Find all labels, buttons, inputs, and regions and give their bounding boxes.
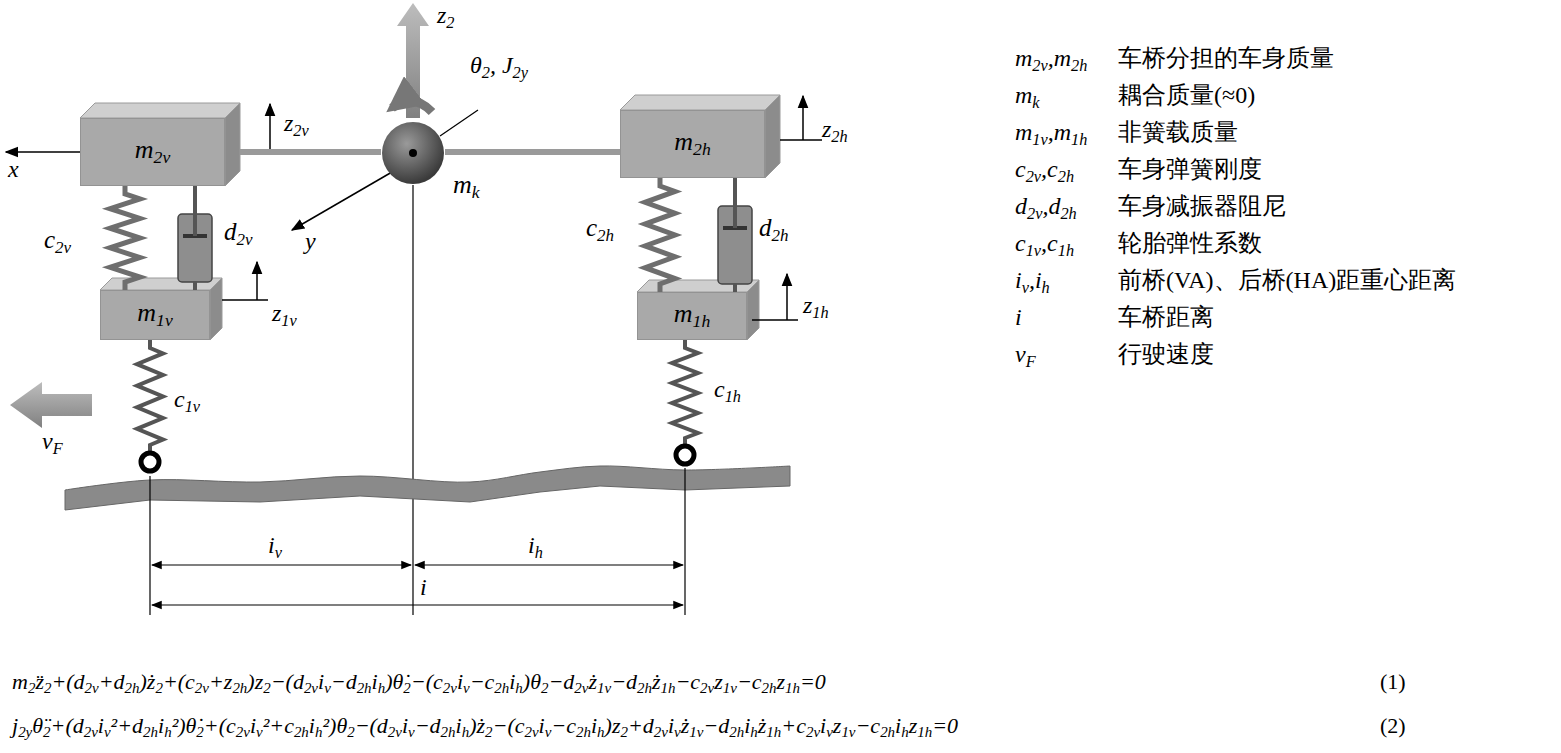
- dimension-label: iv: [268, 532, 282, 562]
- axis-label: y: [305, 228, 316, 254]
- theta-axis: [440, 110, 478, 136]
- mass-symbol: m2v: [135, 136, 170, 167]
- legend-description: 非簧载质量: [1118, 119, 1238, 145]
- displacement-label: z2h: [822, 116, 848, 146]
- ball-dot: [409, 149, 417, 157]
- axis-label: x: [8, 156, 19, 182]
- tire-rate-label: c1v: [174, 386, 200, 416]
- legend-symbol: iv,ih: [1015, 267, 1050, 297]
- body-damper: [718, 178, 752, 292]
- legend-description: 行驶速度: [1118, 341, 1214, 367]
- legend-description: 前桥(VA)、后桥(HA)距重心距离: [1118, 267, 1456, 293]
- rotation-arrow: [392, 101, 432, 112]
- tire-springs: [137, 340, 698, 453]
- damping-label: d2v: [224, 218, 253, 249]
- body-spring: [645, 178, 675, 292]
- legend-symbol: d2v,d2h: [1015, 193, 1077, 223]
- speed-label: vF: [42, 428, 63, 458]
- legend-description: 车桥距离: [1118, 304, 1214, 330]
- body-damper: [178, 186, 212, 290]
- ball-shape: [381, 121, 445, 185]
- wheel: [676, 446, 694, 464]
- mass-symbol: m2h: [674, 128, 710, 159]
- damper-rod: [733, 178, 737, 228]
- legend-symbol: mk: [1015, 82, 1040, 112]
- dimension-label: i: [420, 574, 427, 600]
- equation-number: (1): [1380, 670, 1406, 694]
- rigid-bar: [240, 152, 381, 153]
- legend-description: 轮胎弹性系数: [1118, 230, 1262, 256]
- unsprung-mass-box: m1h: [637, 292, 747, 340]
- legend-description: 车身减振器阻尼: [1118, 193, 1286, 219]
- mass-label: mk: [453, 171, 480, 202]
- legend-symbol: c2v,c2h: [1015, 156, 1074, 186]
- y-axis: [292, 172, 392, 230]
- displacement-arrows: [222, 96, 822, 320]
- mass-symbol: m1h: [674, 300, 710, 331]
- damper-rod: [193, 282, 197, 290]
- ball: [382, 122, 444, 184]
- legend-description: 耦合质量(≈0): [1118, 82, 1255, 108]
- bar-line: [240, 149, 381, 155]
- tire-spring: [137, 340, 163, 453]
- body-mass-box: m2h: [620, 110, 765, 178]
- dimension-lines: [150, 468, 685, 615]
- bar-line: [445, 149, 620, 155]
- spring-coil: [645, 178, 675, 292]
- road-surface: [65, 466, 790, 510]
- displacement-label: z1h: [803, 292, 829, 322]
- equation-number: (2): [1380, 714, 1406, 738]
- road: [65, 466, 790, 510]
- displacement-label: z2v: [284, 110, 309, 140]
- axis-label: z2: [437, 2, 455, 32]
- legend-description: 车身弹簧刚度: [1118, 156, 1262, 182]
- unsprung-mass-box: m1v: [100, 290, 210, 340]
- damper-rod: [733, 284, 737, 292]
- spring-rate-label: c2h: [586, 214, 614, 245]
- legend-symbol: i: [1015, 304, 1022, 330]
- centre-line: [412, 185, 413, 615]
- legend-description: 车桥分担的车身质量: [1118, 45, 1334, 71]
- equation: j2yθ̈2+(d2viv²+d2hih²)θ̇2+(c2viv²+c2hih²…: [12, 714, 958, 741]
- x-axis: [6, 151, 80, 153]
- damper-rod: [193, 186, 197, 236]
- legend-symbol: m2v,m2h: [1015, 45, 1087, 75]
- rotation-label: θ2, J2y: [470, 52, 528, 82]
- dimension-label: ih: [528, 532, 543, 562]
- box-faces: [80, 95, 780, 340]
- spring-coil: [110, 186, 140, 290]
- damping-label: d2h: [759, 214, 789, 245]
- body-spring: [110, 186, 140, 290]
- legend-symbol: m1v,m1h: [1015, 119, 1087, 149]
- speed-arrow: [10, 382, 92, 428]
- mass-symbol: m1v: [137, 299, 172, 330]
- rigid-bar: [445, 152, 620, 153]
- body-mass-box: m2v: [80, 118, 225, 186]
- spring-rate-label: c2v: [44, 226, 71, 257]
- coupling-mass-ball: mk: [381, 121, 445, 185]
- wheel: [141, 453, 159, 471]
- tire-rate-label: c1h: [714, 376, 741, 406]
- legend-symbol: c1v,c1h: [1015, 230, 1074, 260]
- equation: m2z̈2+(d2v+d2h)ż2+(c2v+z2h)z2−(d2viv−d2h…: [12, 670, 826, 697]
- tire-spring: [672, 340, 698, 446]
- displacement-label: z1v: [272, 300, 297, 330]
- legend-symbol: vF: [1015, 341, 1036, 371]
